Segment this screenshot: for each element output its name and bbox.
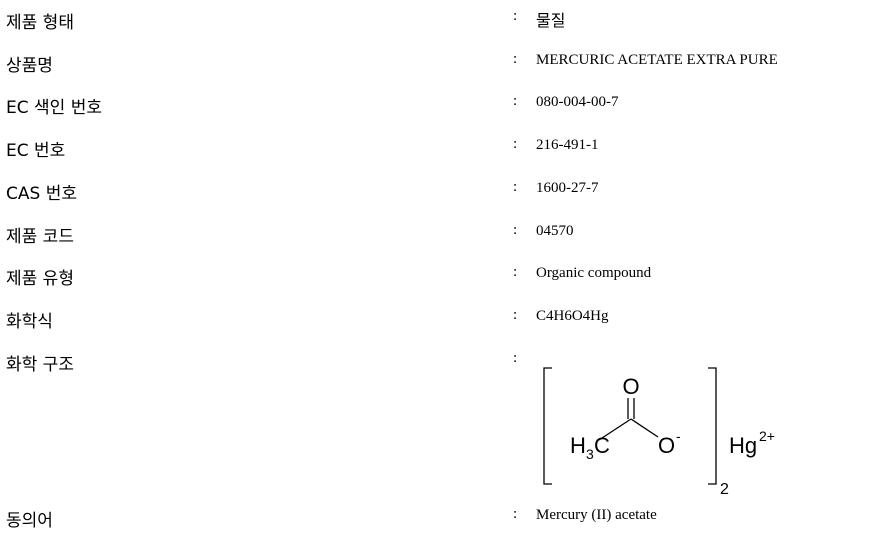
- field-label: EC 번호: [6, 141, 66, 161]
- methyl-h-label: H: [570, 433, 586, 458]
- field-label: 제품 유형: [6, 269, 74, 289]
- field-value: Mercury (II) acetate: [536, 507, 657, 523]
- separator: :: [513, 93, 518, 109]
- bond-carbonyl-oxygen: [630, 418, 659, 438]
- field-label: CAS 번호: [6, 184, 77, 204]
- anion-charge: -: [676, 428, 681, 444]
- field-value: MERCURIC ACETATE EXTRA PURE: [536, 52, 778, 68]
- field-label: 화학 구조: [6, 355, 74, 375]
- field-product-form: 제품 형태 : 물질: [0, 8, 878, 40]
- field-label: 제품 코드: [6, 227, 74, 247]
- field-value: Organic compound: [536, 265, 652, 281]
- field-cas-number: CAS 번호 : 1600-27-7: [0, 179, 878, 211]
- separator: :: [513, 222, 518, 238]
- separator: :: [513, 8, 518, 24]
- separator: :: [513, 264, 518, 280]
- field-value: 1600-27-7: [536, 180, 599, 196]
- separator: :: [513, 506, 518, 522]
- field-chemical-formula: 화학식 : C4H6O4Hg: [0, 307, 878, 339]
- chemical-structure-diagram: O H 3 C O - Hg 2+ 2: [543, 367, 775, 498]
- multiplier-subscript: 2: [720, 481, 729, 498]
- separator: :: [513, 179, 518, 195]
- field-value: 물질: [536, 11, 566, 30]
- methyl-subscript: 3: [586, 446, 594, 462]
- separator: :: [513, 307, 518, 323]
- right-bracket: [708, 367, 717, 485]
- field-value: C4H6O4Hg: [536, 308, 609, 324]
- field-value: 080-004-00-7: [536, 94, 619, 110]
- field-product-type: 제품 유형 : Organic compound: [0, 264, 878, 296]
- field-label: 동의어: [6, 511, 53, 531]
- field-trade-name: 상품명 : MERCURIC ACETATE EXTRA PURE: [0, 51, 878, 83]
- bond-methyl-carbonyl: [598, 418, 632, 441]
- oxygen-anion-label: O: [658, 433, 675, 458]
- field-label: 화학식: [6, 312, 53, 332]
- field-product-code: 제품 코드 : 04570: [0, 222, 878, 254]
- field-label: 상품명: [6, 56, 53, 76]
- oxygen-top-label: O: [622, 374, 639, 399]
- mercury-charge: 2+: [759, 428, 775, 444]
- separator: :: [513, 51, 518, 67]
- field-label: EC 색인 번호: [6, 98, 102, 118]
- separator: :: [513, 350, 518, 366]
- mercury-label: Hg: [729, 433, 757, 458]
- field-ec-number: EC 번호 : 216-491-1: [0, 136, 878, 168]
- field-ec-index-number: EC 색인 번호 : 080-004-00-7: [0, 93, 878, 125]
- field-value: 216-491-1: [536, 137, 599, 153]
- separator: :: [513, 136, 518, 152]
- left-bracket: [543, 367, 552, 485]
- methyl-c-label: C: [594, 433, 610, 458]
- field-synonyms: 동의어 : Mercury (II) acetate: [0, 506, 878, 538]
- field-chemical-structure: 화학 구조 :: [0, 350, 878, 382]
- field-value: 04570: [536, 223, 574, 239]
- field-label: 제품 형태: [6, 13, 74, 33]
